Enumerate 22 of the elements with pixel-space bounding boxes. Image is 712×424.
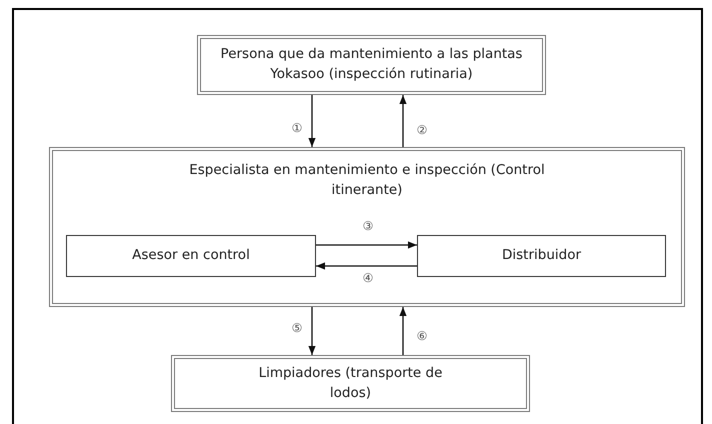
arrow bbox=[399, 307, 407, 355]
arrow bbox=[316, 262, 417, 270]
edge-label: ③ bbox=[362, 219, 374, 233]
box-text: Especialista en mantenimiento e inspección (Control itinerante) bbox=[188, 161, 546, 200]
edge-label: ⑥ bbox=[416, 329, 428, 343]
arrow bbox=[308, 307, 316, 355]
process-box bbox=[66, 235, 316, 277]
edge-label: ① bbox=[290, 121, 304, 135]
box-text: Limpiadores (transporte de lodos) bbox=[258, 364, 444, 402]
process-box bbox=[197, 35, 546, 95]
box-text: Persona que da mantenimiento a las plantas Yokasoo (inspección rutinaria) bbox=[220, 45, 524, 84]
edge-label: ⑤ bbox=[290, 321, 304, 335]
process-box bbox=[49, 147, 685, 307]
box-text: Asesor en control bbox=[131, 246, 251, 266]
edge-label: ② bbox=[416, 123, 428, 137]
arrow bbox=[399, 95, 407, 147]
box-text: Distribuidor bbox=[500, 246, 582, 266]
arrow bbox=[308, 95, 316, 147]
process-box bbox=[171, 355, 530, 412]
arrow bbox=[316, 241, 417, 249]
process-box bbox=[417, 235, 666, 277]
edge-label: ④ bbox=[362, 271, 374, 285]
